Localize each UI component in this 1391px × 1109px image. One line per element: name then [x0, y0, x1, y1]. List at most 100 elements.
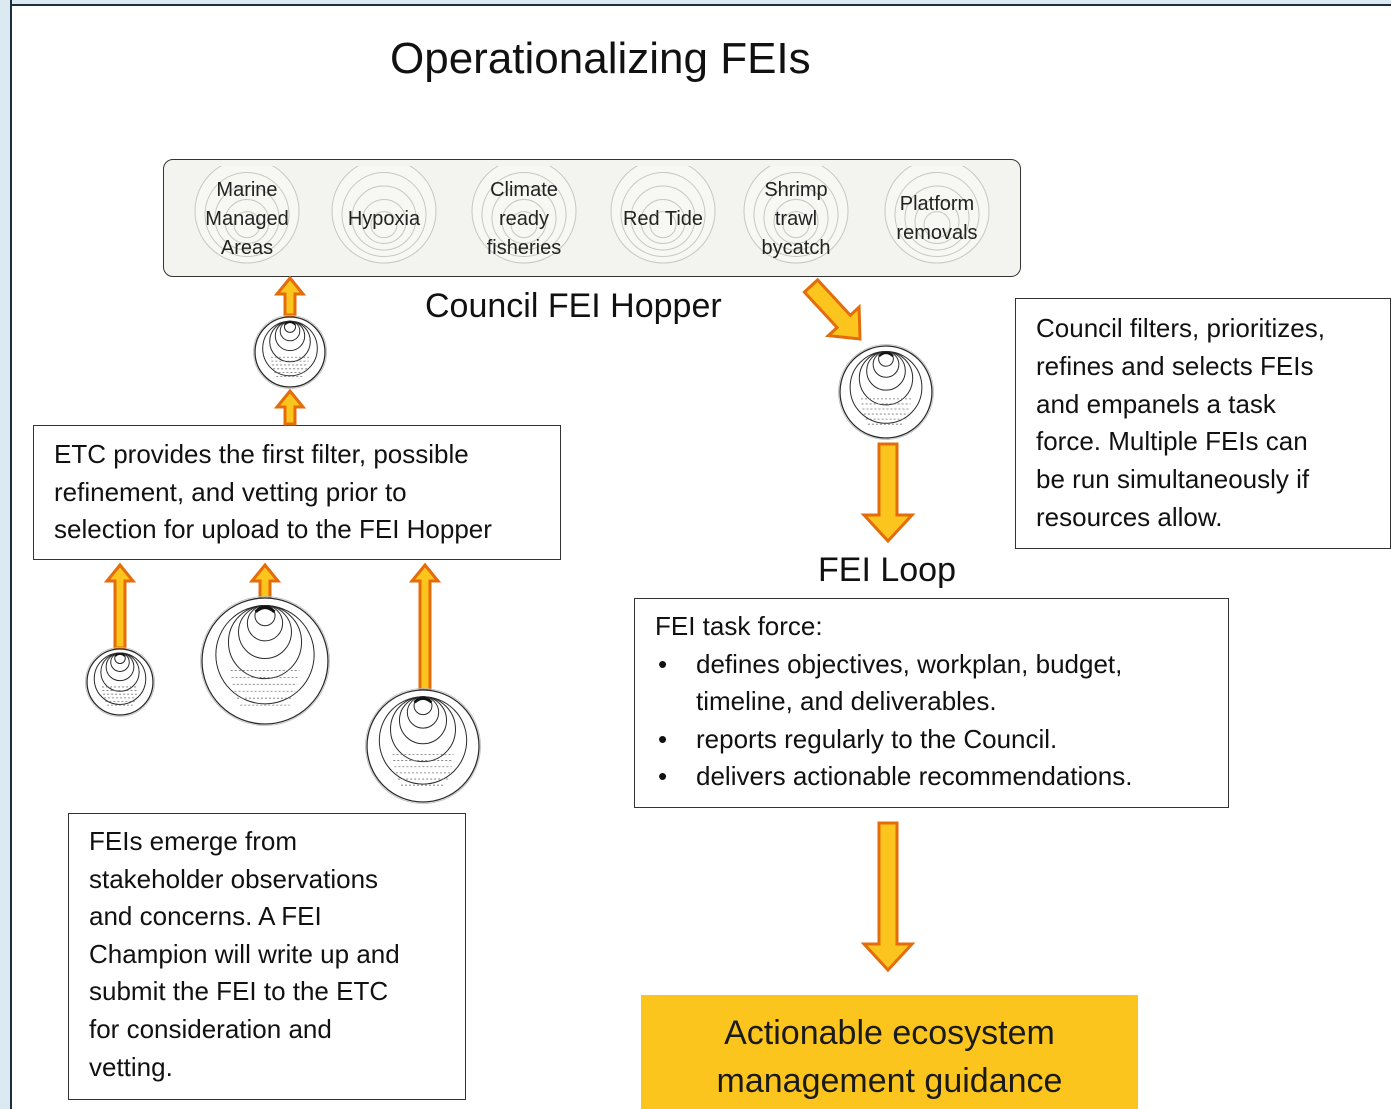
- fei-hopper-panel: Marine Managed Areas Hypoxia Climate rea…: [163, 159, 1021, 277]
- task-force-item: delivers actionable recommendations.: [655, 758, 1208, 796]
- council-box-line: be run simultaneously if: [1036, 464, 1310, 495]
- hopper-ring: [233, 211, 261, 239]
- hopper-item-label: Platform removals: [896, 193, 978, 244]
- council-box-line: Council filters, prioritizes,: [1036, 313, 1325, 343]
- hopper-ring: [361, 199, 407, 244]
- task-force-list: defines objectives, workplan, budget, ti…: [655, 646, 1208, 796]
- hopper-circle-icon: [610, 166, 716, 264]
- hopper-item-label: Climate ready fisheries: [486, 178, 562, 259]
- hopper-ring: [649, 211, 677, 239]
- hopper-item-marine-managed-areas: Marine Managed Areas: [187, 166, 307, 272]
- council-box-line: and empanels a task: [1036, 388, 1276, 419]
- etc-filter-box: ETC provides the first filter, possible …: [33, 425, 561, 560]
- fei-circles: [85, 315, 934, 804]
- hopper-ring: [630, 185, 696, 251]
- hopper-ring: [491, 185, 557, 251]
- hopper-ring: [214, 185, 280, 251]
- hopper-circle-icon: [743, 166, 849, 264]
- hopper-ring: [481, 172, 567, 257]
- task-force-heading: FEI task force:: [655, 611, 823, 641]
- hopper-ring: [782, 211, 810, 239]
- hopper-ring: [194, 166, 300, 264]
- task-force-item-line: timeline, and deliverables.: [696, 686, 997, 717]
- task-force-item: defines objectives, workplan, budget, ti…: [655, 646, 1208, 721]
- hopper-ring: [341, 172, 427, 257]
- stakeholder-box-line: FEIs emerge from: [89, 826, 298, 856]
- hopper-ring: [743, 166, 849, 264]
- fei-circle-icon: [200, 596, 330, 726]
- hopper-ring: [510, 211, 538, 239]
- task-force-item: reports regularly to the Council.: [655, 721, 1208, 759]
- task-force-box: FEI task force: defines objectives, work…: [634, 598, 1229, 808]
- hopper-ring: [904, 185, 970, 251]
- stakeholder-box-line: Champion will write up and: [89, 938, 400, 969]
- council-box-line: force. Multiple FEIs can: [1036, 426, 1308, 457]
- flow-arrow: [273, 275, 307, 317]
- hopper-ring: [204, 172, 290, 257]
- stakeholder-box-line: for consideration and: [89, 1013, 332, 1044]
- hopper-item-shrimp-trawl-bycatch: Shrimp trawl bycatch: [736, 166, 856, 272]
- flow-arrow: [103, 562, 137, 650]
- flow-arrow: [802, 277, 862, 341]
- guidance-line: management guidance: [716, 1062, 1063, 1100]
- hopper-circle-icon: [884, 166, 990, 264]
- page-title: Operationalizing FEIs: [390, 34, 811, 83]
- window-top-border: [0, 0, 1391, 6]
- hopper-ring: [884, 166, 990, 264]
- hopper-item-label: Hypoxia: [347, 207, 421, 230]
- hopper-item-label: Shrimp trawl bycatch: [761, 178, 831, 259]
- council-box-line: resources allow.: [1036, 501, 1223, 532]
- hopper-circle-icon: [471, 166, 577, 264]
- hopper-ring: [471, 166, 577, 264]
- stakeholder-origin-box: FEIs emerge from stakeholder observation…: [68, 813, 466, 1100]
- fei-loop-label: FEI Loop: [818, 551, 956, 589]
- hopper-item-label: Red Tide: [622, 207, 704, 230]
- stakeholder-box-line: and concerns. A FEI: [89, 901, 322, 932]
- etc-box-line: refinement, and vetting prior to: [54, 476, 407, 507]
- fei-circle-icon: [85, 647, 155, 717]
- flow-arrow: [860, 442, 916, 544]
- guidance-output-box: Actionable ecosystem management guidance: [641, 995, 1138, 1109]
- fei-circle-icon: [365, 688, 481, 804]
- hopper-ring: [640, 199, 686, 244]
- hopper-ring: [501, 199, 547, 244]
- hopper-item-climate-ready-fisheries: Climate ready fisheries: [464, 166, 584, 272]
- hopper-ring: [753, 172, 839, 257]
- hopper-item-platform-removals: Platform removals: [877, 166, 997, 272]
- task-force-item-line: defines objectives, workplan, budget,: [696, 648, 1123, 679]
- council-box-line: refines and selects FEIs: [1036, 350, 1314, 381]
- hopper-ring: [763, 185, 829, 251]
- fei-circle-icon: [253, 315, 327, 389]
- hopper-item-label: Marine Managed Areas: [205, 178, 289, 259]
- stakeholder-box-line: submit the FEI to the ETC: [89, 976, 389, 1007]
- hopper-ring: [773, 199, 819, 244]
- hopper-ring: [370, 211, 398, 239]
- fei-circle-icon: [838, 344, 934, 440]
- task-force-item-line: delivers actionable recommendations.: [696, 761, 1133, 792]
- flow-arrow: [408, 562, 442, 692]
- stakeholder-box-line: vetting.: [89, 1051, 173, 1082]
- window-left-border: [0, 0, 12, 1109]
- hopper-circle-icon: [194, 166, 300, 264]
- hopper-label: Council FEI Hopper: [425, 287, 722, 325]
- etc-box-line: selection for upload to the FEI Hopper: [54, 514, 492, 544]
- hopper-ring: [620, 172, 706, 257]
- council-selection-box: Council filters, prioritizes, refines an…: [1015, 298, 1391, 549]
- flow-arrow: [860, 821, 916, 973]
- hopper-ring: [923, 211, 951, 239]
- hopper-circle-icon: [331, 166, 437, 264]
- flow-arrows: [103, 275, 916, 973]
- task-force-item-line: reports regularly to the Council.: [696, 723, 1058, 754]
- hopper-ring: [914, 199, 960, 244]
- hopper-ring: [331, 166, 437, 264]
- hopper-ring: [894, 172, 980, 257]
- hopper-ring: [224, 199, 270, 244]
- hopper-ring: [351, 185, 417, 251]
- hopper-item-red-tide: Red Tide: [603, 166, 723, 272]
- hopper-ring: [610, 166, 716, 264]
- etc-box-line: ETC provides the first filter, possible: [54, 439, 469, 469]
- flow-arrow: [273, 388, 307, 426]
- guidance-line: Actionable ecosystem: [724, 1014, 1055, 1052]
- hopper-item-hypoxia: Hypoxia: [324, 166, 444, 272]
